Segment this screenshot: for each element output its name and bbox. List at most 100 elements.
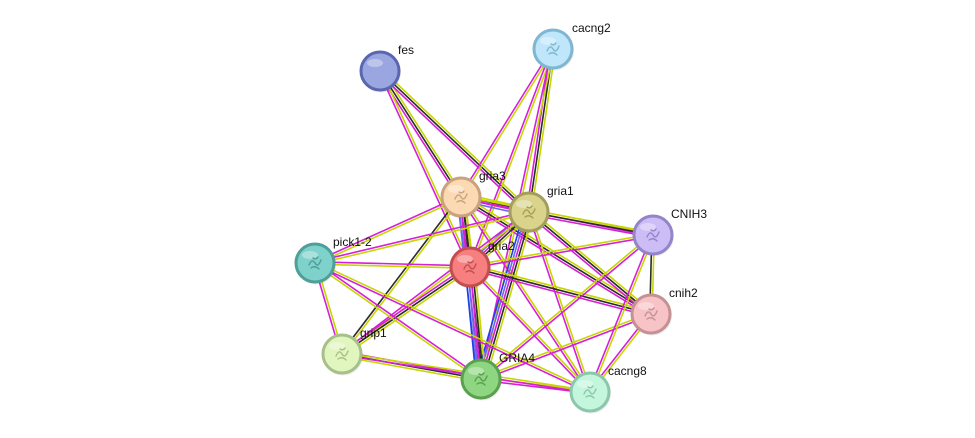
edge-gria1-cacng8[interactable] (527, 210, 592, 394)
node-highlight (367, 59, 383, 67)
edge-line-coexpression (379, 70, 530, 213)
edge-line-coexpression (340, 195, 461, 355)
edge-line-experiments (459, 47, 553, 198)
node-CNIH3[interactable]: CNIH3 (632, 207, 707, 257)
node-highlight (329, 342, 345, 350)
edge-line-experiments (313, 210, 530, 263)
edge-line-coexpression (341, 266, 471, 355)
node-label-cacng8: cacng8 (608, 364, 647, 378)
edge-line-textmining (528, 208, 655, 234)
node-label-cacng2: cacng2 (572, 21, 611, 35)
edge-line-experiments (459, 196, 590, 394)
node-highlight (638, 302, 654, 310)
edge-line-experiments (377, 71, 529, 215)
edge-gria2-cacng8[interactable] (468, 265, 592, 394)
edge-gria1-grip1[interactable] (340, 210, 531, 356)
edge-line-experiments (480, 211, 530, 380)
edge-gria3-pick1-2[interactable] (313, 195, 463, 265)
edge-CNIH3-cacng8[interactable] (588, 233, 655, 394)
node-gria1[interactable]: gria1 (508, 184, 574, 234)
edge-line-coexpression (528, 211, 652, 315)
edge-line-textmining (484, 212, 535, 382)
node-GRIA4[interactable]: GRIA4 (460, 351, 535, 401)
edge-line-textmining (590, 234, 655, 394)
edge-line-textmining (314, 197, 463, 265)
node-highlight (302, 251, 318, 259)
node-label-fes: fes (398, 43, 414, 57)
edge-line-experiments (458, 198, 651, 317)
edge-GRIA4-cnih2[interactable] (479, 312, 653, 381)
node-fes[interactable]: fes (359, 43, 414, 93)
edge-line-textmining (529, 210, 592, 393)
edge-fes-gria1[interactable] (377, 68, 532, 215)
edge-line-textmining (314, 212, 531, 265)
edge-line-textmining (479, 312, 652, 379)
edge-line-homology (477, 210, 528, 380)
node-label-gria3: gria3 (479, 169, 506, 183)
edge-line-coexpression (460, 196, 652, 315)
edge-line-textmining (468, 233, 654, 267)
node-cacng2[interactable]: cacng2 (532, 21, 611, 71)
edge-gria2-grip1[interactable] (339, 264, 473, 357)
edge-line-textmining (314, 263, 471, 269)
edge-line-textmining (381, 68, 464, 197)
edge-line-textmining (314, 261, 592, 392)
protein-structure-icon (583, 385, 597, 399)
protein-structure-icon (646, 228, 660, 242)
edge-line-textmining (530, 48, 557, 214)
edge-line-experiments (340, 210, 530, 354)
edge-gria2-pick1-2[interactable] (314, 261, 471, 269)
edge-line-textmining (340, 355, 482, 383)
edge-line-coexpression (482, 211, 533, 381)
edge-line-textmining (313, 263, 482, 381)
edge-gria2-CNIH3[interactable] (468, 233, 655, 269)
edge-line-coexpression (469, 266, 652, 315)
edge-gria2-cnih2[interactable] (468, 263, 653, 318)
node-pick1-2[interactable]: pick1-2 (294, 235, 372, 285)
edge-fes-gria2[interactable] (378, 69, 472, 269)
edge-gria1-GRIA4[interactable] (475, 209, 535, 382)
node-highlight (516, 200, 532, 208)
edge-gria3-grip1[interactable] (340, 195, 463, 356)
node-highlight (577, 380, 593, 388)
edge-gria1-pick1-2[interactable] (313, 210, 531, 265)
edge-cacng2-gria3[interactable] (459, 47, 555, 199)
node-label-gria1: gria1 (547, 184, 574, 198)
edge-GRIA4-pick1-2[interactable] (313, 261, 483, 381)
edge-line-textmining (341, 212, 531, 356)
node-label-grip1: grip1 (360, 326, 387, 340)
edge-gria1-CNIH3[interactable] (527, 208, 655, 239)
protein-structure-icon (463, 260, 477, 274)
edge-line-experiments (527, 211, 590, 394)
node-label-CNIH3: CNIH3 (671, 207, 707, 221)
node-highlight (457, 255, 473, 263)
edge-line-textmining (342, 268, 473, 357)
edge-line-experiments (339, 264, 470, 353)
node-label-GRIA4: GRIA4 (499, 351, 535, 365)
edge-line-textmining (469, 263, 653, 313)
node-gria2[interactable]: gria2 (449, 239, 515, 289)
edge-line-experiments (480, 314, 653, 381)
node-highlight (468, 367, 484, 375)
edge-line-neighborhood (475, 209, 526, 379)
node-highlight (448, 185, 464, 193)
edge-line-textmining (470, 265, 592, 392)
edge-line-experiments (527, 213, 654, 239)
protein-structure-icon (474, 372, 488, 386)
edge-line-textmining (342, 196, 463, 356)
edge-line-experiments (469, 235, 655, 269)
edge-line-experiments (313, 195, 462, 263)
protein-structure-icon (454, 190, 468, 204)
node-cnih2[interactable]: cnih2 (630, 286, 698, 336)
edge-line-experiments (588, 233, 653, 393)
node-label-pick1-2: pick1-2 (333, 235, 372, 249)
node-cacng8[interactable]: cacng8 (569, 364, 647, 414)
edge-gria3-cacng8[interactable] (459, 195, 592, 394)
node-grip1[interactable]: grip1 (321, 326, 387, 376)
edge-line-experiments (468, 47, 553, 268)
node-gria3[interactable]: gria3 (440, 169, 506, 219)
node-label-cnih2: cnih2 (669, 286, 698, 300)
edge-line-experiments (313, 263, 591, 394)
edge-pick1-2-cacng8[interactable] (313, 261, 592, 394)
